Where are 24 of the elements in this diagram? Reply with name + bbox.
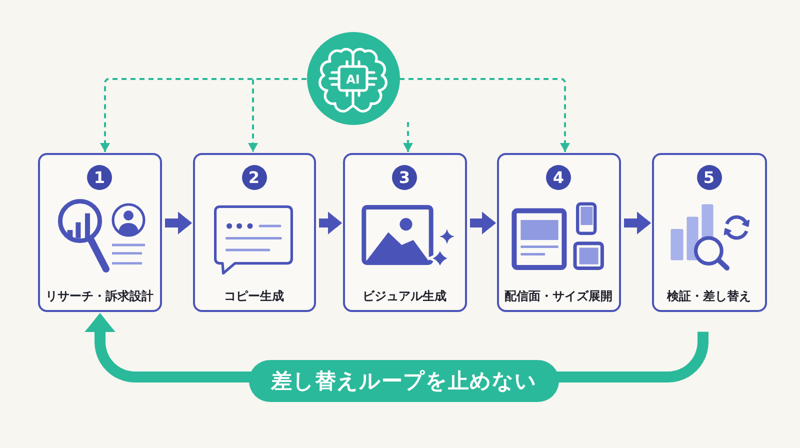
step-label: 検証・差し替え	[667, 288, 751, 304]
ai-label: AI	[346, 74, 360, 86]
step-number: 5	[696, 164, 722, 190]
step-card	[38, 153, 162, 312]
dashed-arrow	[403, 122, 413, 152]
step-label: ビジュアル生成	[362, 288, 446, 304]
step-number: 3	[392, 164, 417, 190]
dashed-arrow	[248, 78, 306, 152]
step-card	[497, 153, 621, 312]
step-card	[652, 153, 767, 312]
step-card	[193, 153, 316, 312]
dashed-arrow	[400, 78, 570, 152]
step-number: 2	[242, 164, 266, 190]
arrow	[165, 212, 192, 234]
arrow	[319, 212, 342, 234]
arrow	[624, 212, 651, 234]
arrow	[470, 212, 496, 234]
step-label: コピー生成	[224, 288, 284, 304]
edge-label: 差し替えループを止めない	[249, 360, 559, 402]
step-label: 配信面・サイズ展開	[504, 288, 612, 304]
step-card	[343, 153, 467, 312]
step-number: 1	[87, 164, 112, 190]
step-number: 4	[546, 164, 571, 190]
step-label: リサーチ・訴求設計	[46, 288, 154, 304]
